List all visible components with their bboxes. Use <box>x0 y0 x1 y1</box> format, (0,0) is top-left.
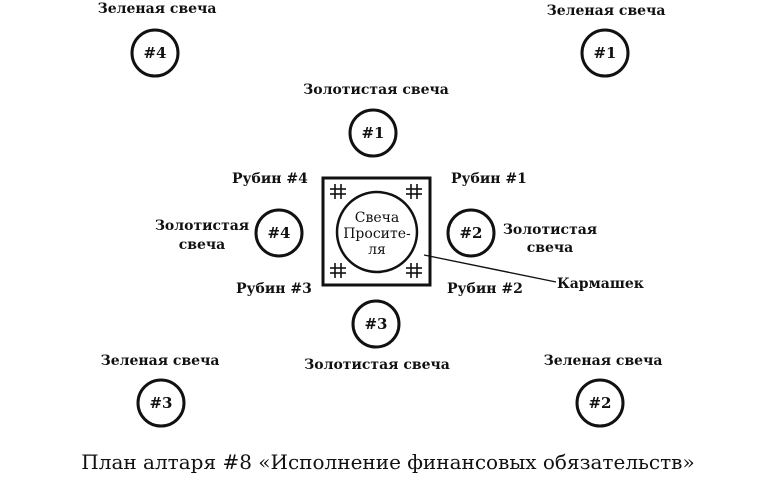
pocket-pointer-line <box>423 254 557 283</box>
gold-candle-4-circle <box>254 208 304 258</box>
ruby-mark-3 <box>330 263 346 278</box>
ruby-4-label: Рубин #4 <box>232 171 308 187</box>
green-candle-1-label: Зеленая свеча <box>546 3 666 19</box>
gold-candle-2-label-line1: Золотистая <box>502 222 598 238</box>
gold-candle-1-label: Золотистая свеча <box>303 82 449 98</box>
green-candle-2-label: Зеленая свеча <box>543 353 663 369</box>
gold-candle-1-number: #1 <box>361 124 385 142</box>
gold-candle-1-circle <box>348 108 398 158</box>
green-candle-2-number: #2 <box>588 394 612 412</box>
gold-candle-4-label-line2: свеча <box>178 237 226 253</box>
ruby-mark-4 <box>330 184 346 199</box>
altar-square <box>321 176 432 287</box>
ruby-mark-2 <box>406 263 422 278</box>
green-candle-4-label: Зеленая свеча <box>97 1 217 17</box>
green-candle-4-number: #4 <box>143 44 167 62</box>
green-candle-1-number: #1 <box>593 44 617 62</box>
gold-candle-3-number: #3 <box>364 315 388 333</box>
green-candle-1-circle <box>580 28 630 78</box>
green-candle-2-circle <box>575 378 625 428</box>
green-candle-3-circle <box>136 378 186 428</box>
green-candle-3-number: #3 <box>149 394 173 412</box>
gold-candle-4-label-line1: Золотистая <box>154 218 250 234</box>
gold-candle-4-number: #4 <box>267 224 291 242</box>
gold-candle-2-number: #2 <box>459 224 483 242</box>
green-candle-3-label: Зеленая свеча <box>100 353 220 369</box>
diagram-caption: План алтаря #8 «Исполнение финансовых об… <box>81 450 695 474</box>
petitioner-candle-line3: ля <box>368 242 386 258</box>
ruby-2-label: Рубин #2 <box>447 281 523 297</box>
petitioner-candle-line2: Просите- <box>343 226 411 242</box>
petitioner-candle-circle <box>335 190 419 274</box>
gold-candle-2-circle <box>446 208 496 258</box>
gold-candle-2-label-line2: свеча <box>526 240 574 256</box>
ruby-1-label: Рубин #1 <box>451 171 527 187</box>
ruby-mark-1 <box>406 184 422 199</box>
gold-candle-3-circle <box>351 299 401 349</box>
gold-candle-3-label: Золотистая свеча <box>304 357 450 373</box>
ruby-3-label: Рубин #3 <box>236 281 312 297</box>
green-candle-4-circle <box>130 28 180 78</box>
pocket-label: Кармашек <box>557 276 644 292</box>
petitioner-candle-line1: Свеча <box>354 210 400 226</box>
